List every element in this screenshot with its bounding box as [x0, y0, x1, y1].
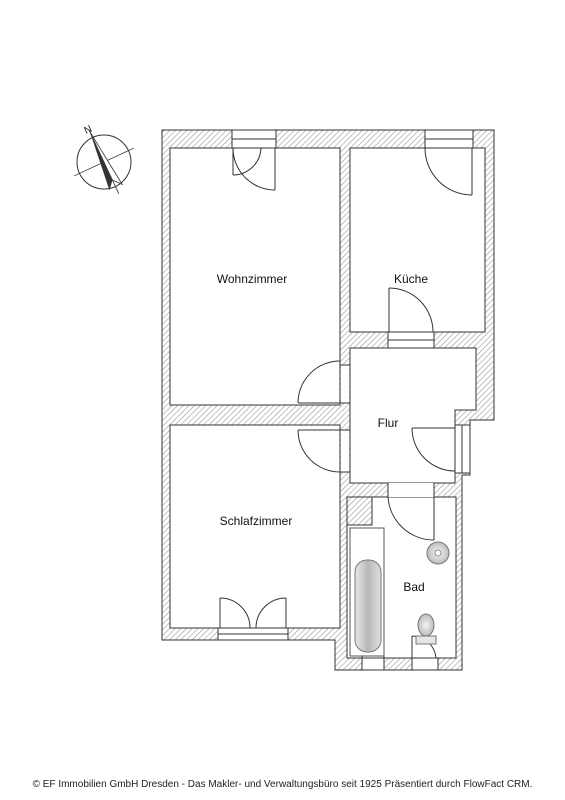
- room-label-kueche: Küche: [394, 272, 428, 286]
- door-swings: [219, 147, 473, 659]
- compass-north-arrow-icon: N: [73, 124, 135, 194]
- room-label-wohnzimmer: Wohnzimmer: [217, 272, 287, 286]
- windows: [217, 129, 474, 671]
- room-label-schlafzimmer: Schlafzimmer: [220, 514, 293, 528]
- walls: [161, 129, 495, 671]
- copyright-footer: © EF Immobilien GmbH Dresden - Das Makle…: [32, 779, 533, 790]
- door-jambs: [340, 331, 435, 497]
- bathtub: [349, 527, 385, 657]
- door-openings: [341, 332, 434, 497]
- room-label-bad: Bad: [403, 580, 424, 594]
- bath-wall-notch: [346, 496, 373, 526]
- window-bad-1: [361, 657, 385, 671]
- compass-north-label: N: [83, 124, 94, 137]
- room-label-flur: Flur: [378, 416, 399, 430]
- window-bad-2: [411, 657, 439, 671]
- toilet: [415, 613, 437, 645]
- washbasin: [426, 541, 450, 565]
